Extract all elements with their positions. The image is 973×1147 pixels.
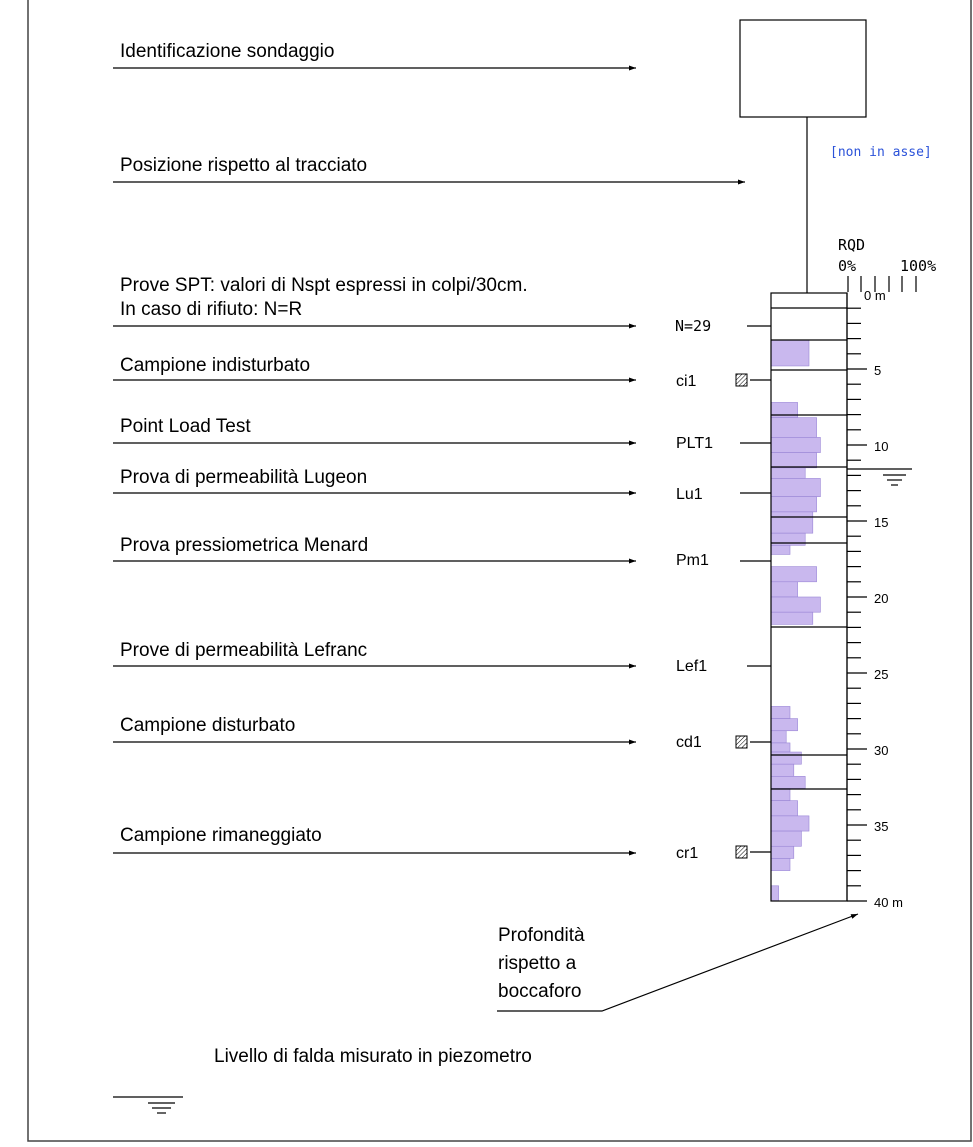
remolded-marker: cr1 — [676, 845, 771, 862]
lefranc-code: Lef1 — [676, 658, 707, 675]
legend-item-lugeon: Prova di permeabilità Lugeon — [113, 467, 636, 496]
layer-boundaries — [771, 307, 847, 790]
rqd-bar — [770, 566, 817, 583]
rqd-bar — [770, 885, 779, 902]
water-table-marker — [847, 468, 912, 486]
rqd-bar — [770, 845, 795, 859]
legend-item-remolded-sample: Campione rimaneggiato — [113, 825, 636, 856]
depth-leader-arrow — [497, 913, 859, 1012]
sheet-frame — [27, 0, 972, 1142]
legend-item-position: Posizione rispetto al tracciato — [113, 155, 745, 185]
remolded-code: cr1 — [676, 845, 698, 862]
rqd-bar — [770, 511, 814, 534]
rqd-bar — [770, 800, 798, 817]
rqd-bar — [770, 611, 814, 625]
menard-code: Pm1 — [676, 552, 709, 569]
rqd-bar — [770, 742, 791, 753]
rqd-max: 100% — [900, 257, 936, 275]
depth-label-40: 40 m — [874, 895, 903, 910]
rqd-scale-ticks — [847, 276, 917, 292]
rqd-bar — [770, 596, 821, 613]
spt-value: N=29 — [675, 317, 711, 335]
depth-label-0: 0 m — [864, 288, 886, 303]
plt-code: PLT1 — [676, 435, 713, 452]
depth-label-15: 15 — [874, 515, 888, 530]
rqd-bar — [770, 830, 802, 847]
depth-ticks — [847, 307, 867, 902]
depth-label-5: 5 — [874, 363, 881, 378]
legend-item-depth-reference: Profondità rispetto a boccaforo — [497, 913, 859, 1012]
borehole-graphic: [non in asse] RQD 0% 100% — [675, 19, 936, 910]
rqd-bar — [770, 776, 806, 789]
plt-label: Point Load Test — [120, 416, 251, 437]
disturbed-code: cd1 — [676, 734, 702, 751]
legend-item-lefranc: Prove di permeabilità Lefranc — [113, 640, 636, 669]
borehole-id-box — [739, 19, 867, 118]
lugeon-label: Prova di permeabilità Lugeon — [120, 467, 367, 488]
legend-item-menard: Prova pressiometrica Menard — [113, 535, 636, 564]
rqd-bar — [770, 437, 821, 453]
plt-marker: PLT1 — [676, 435, 771, 452]
depth-tick-labels: 0 m 5 10 15 20 25 30 35 40 m — [864, 288, 903, 910]
rqd-bar — [770, 751, 802, 765]
rqd-bar — [770, 718, 798, 732]
disturbed-label: Campione disturbato — [120, 715, 295, 736]
menard-marker: Pm1 — [676, 552, 771, 569]
rqd-bars — [770, 339, 821, 902]
menard-label: Prova pressiometrica Menard — [120, 535, 368, 556]
rqd-bar — [770, 706, 791, 719]
rqd-title: RQD — [838, 236, 865, 254]
undisturbed-marker: ci1 — [676, 373, 771, 390]
disturbed-sample-icon — [735, 735, 748, 749]
disturbed-marker: cd1 — [676, 734, 771, 751]
lefranc-label: Prove di permeabilità Lefranc — [120, 640, 367, 661]
rqd-bar — [770, 496, 817, 513]
legend-item-undisturbed-sample: Campione indisturbato — [113, 355, 636, 383]
water-table-icon — [113, 1096, 183, 1114]
legend-item-spt: Prove SPT: valori di Nspt espressi in co… — [113, 275, 636, 329]
depth-label-line1: Profondità — [498, 925, 585, 946]
legend-item-disturbed-sample: Campione disturbato — [113, 715, 636, 745]
rqd-bar — [770, 858, 791, 871]
rqd-bar — [770, 730, 787, 744]
spt-label-line1: Prove SPT: valori di Nspt espressi in co… — [120, 275, 528, 296]
rqd-bar — [770, 467, 806, 479]
remolded-sample-icon — [735, 845, 748, 859]
legend-item-borehole-id: Identificazione sondaggio — [113, 41, 636, 71]
rqd-bar — [770, 452, 817, 469]
rqd-bar — [770, 581, 798, 598]
lugeon-marker: Lu1 — [676, 486, 771, 503]
borehole-id-label: Identificazione sondaggio — [120, 41, 334, 62]
rqd-bar — [770, 545, 791, 555]
rqd-bar — [770, 478, 821, 497]
depth-label-30: 30 — [874, 743, 888, 758]
water-level-label: Livello di falda misurato in piezometro — [214, 1046, 532, 1067]
depth-label-line2: rispetto a — [498, 953, 577, 974]
depth-label-line3: boccaforo — [498, 981, 581, 1002]
lugeon-code: Lu1 — [676, 486, 703, 503]
undisturbed-code: ci1 — [676, 373, 697, 390]
lefranc-marker: Lef1 — [676, 658, 771, 675]
spt-label-line2: In caso di rifiuto: N=R — [120, 299, 302, 320]
rqd-min: 0% — [838, 257, 856, 275]
undisturbed-label: Campione indisturbato — [120, 355, 310, 376]
position-label: Posizione rispetto al tracciato — [120, 155, 367, 176]
rqd-bar — [770, 763, 795, 777]
depth-label-20: 20 — [874, 591, 888, 606]
spt-marker: N=29 — [675, 317, 771, 335]
legend-item-water-level: Livello di falda misurato in piezometro — [113, 1046, 532, 1114]
depth-label-35: 35 — [874, 819, 888, 834]
depth-label-25: 25 — [874, 667, 888, 682]
depth-label-10: 10 — [874, 439, 888, 454]
legend-item-point-load-test: Point Load Test — [113, 416, 636, 446]
rqd-bar — [770, 815, 810, 832]
rqd-bar — [770, 339, 810, 367]
undisturbed-sample-icon — [735, 373, 748, 387]
position-note: [non in asse] — [830, 145, 932, 160]
remolded-label: Campione rimaneggiato — [120, 825, 322, 846]
rqd-bar — [770, 788, 791, 801]
rqd-bar — [770, 417, 817, 438]
